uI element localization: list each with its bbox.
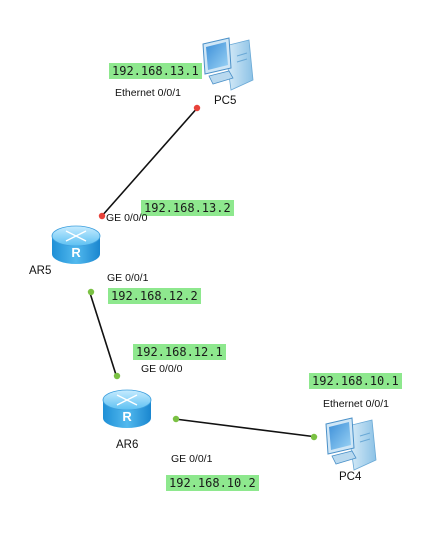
ip-label-ar5-ge001: 192.168.12.2 (108, 288, 201, 304)
pc-icon[interactable] (202, 37, 254, 91)
device-name-ar6: AR6 (116, 439, 139, 451)
port-status-dot (87, 288, 95, 296)
router-icon[interactable]: R (51, 225, 101, 264)
port-status-dot (193, 104, 201, 112)
port-status-dot (113, 372, 121, 380)
port-label-ar5-ge000: GE 0/0/0 (106, 212, 148, 224)
ip-label-ar6-ge000: 192.168.12.1 (133, 344, 226, 360)
link-ar6-pc4[interactable] (174, 418, 318, 438)
device-name-ar5: AR5 (29, 265, 52, 277)
port-label-pc5: Ethernet 0/0/1 (115, 87, 181, 99)
ip-label-ar5-ge000: 192.168.13.2 (141, 200, 234, 216)
svg-text:R: R (71, 245, 81, 260)
port-label-pc4: Ethernet 0/0/1 (323, 398, 389, 410)
port-label-ar6-ge000: GE 0/0/0 (141, 363, 183, 375)
port-status-dot (310, 433, 318, 441)
link-pc5-ar5[interactable] (100, 105, 200, 218)
device-name-pc4: PC4 (339, 471, 362, 483)
link-ar5-ar6[interactable] (89, 292, 118, 379)
port-status-dot (98, 212, 106, 220)
pc-icon[interactable] (325, 417, 377, 471)
ip-label-pc4: 192.168.10.1 (309, 373, 402, 389)
port-status-dot (172, 415, 180, 423)
port-label-ar5-ge001: GE 0/0/1 (107, 272, 149, 284)
router-icon[interactable]: R (102, 389, 152, 428)
ip-label-pc5: 192.168.13.1 (109, 63, 202, 79)
device-name-pc5: PC5 (214, 95, 237, 107)
svg-text:R: R (122, 409, 132, 424)
port-label-ar6-ge001: GE 0/0/1 (171, 453, 213, 465)
ip-label-ar6-ge001: 192.168.10.2 (166, 475, 259, 491)
